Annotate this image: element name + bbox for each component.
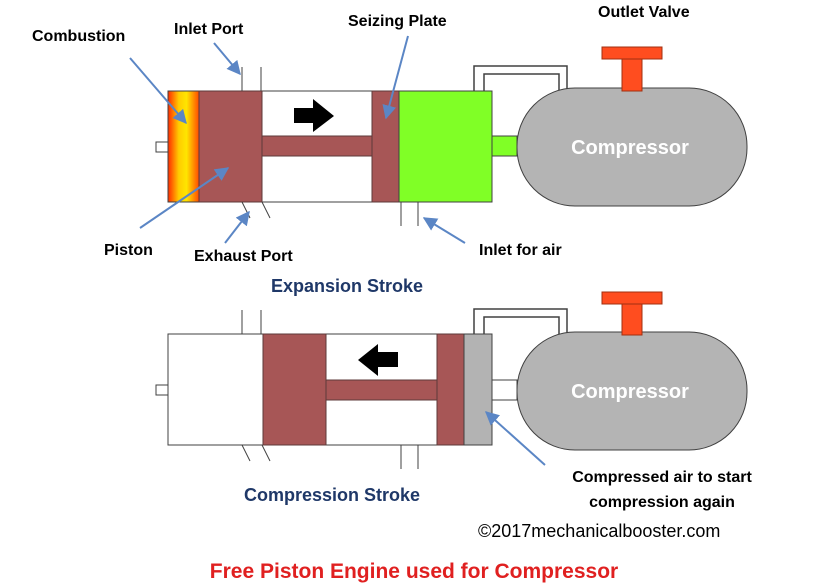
combustion-label: Combustion <box>32 28 125 45</box>
expansion-stroke-caption: Expansion Stroke <box>271 276 423 296</box>
expansion-stroke-diagram: Compressor Combustion Inlet Port Seizing… <box>32 4 748 296</box>
diagram-title: Free Piston Engine used for Compressor <box>210 560 618 583</box>
air-chamber <box>398 90 493 203</box>
seizing-plate <box>436 333 465 446</box>
bypass-pipe <box>473 308 568 339</box>
inlet-port <box>241 310 262 334</box>
piston-label: Piston <box>104 242 153 259</box>
chamber-connector <box>491 379 518 401</box>
inlet-port <box>241 67 262 91</box>
compression-stroke-diagram: Compressor Compressed air to start compr… <box>155 291 752 511</box>
connecting-rod <box>325 379 438 401</box>
seizing-plate-label: Seizing Plate <box>348 13 447 30</box>
exhaust-port-label: Exhaust Port <box>194 248 293 265</box>
compression-stroke-caption: Compression Stroke <box>244 485 420 505</box>
chamber-connector <box>491 135 518 157</box>
right-arrow-icon <box>294 99 334 132</box>
compressor-label: Compressor <box>571 381 689 403</box>
cylinder-stub <box>155 141 169 153</box>
inlet-for-air-label: Inlet for air <box>479 242 562 259</box>
air-inlet <box>400 445 419 469</box>
inlet-port-label: Inlet Port <box>174 21 244 38</box>
outlet-valve <box>601 291 663 336</box>
outlet-valve-label: Outlet Valve <box>598 4 690 21</box>
compressed-air-chamber <box>463 333 493 446</box>
compressor-label: Compressor <box>571 137 689 159</box>
callout-arrows <box>129 35 466 244</box>
bypass-pipe <box>473 65 568 96</box>
left-arrow-icon <box>358 344 398 376</box>
seizing-plate <box>371 90 400 203</box>
callout-arrows <box>484 411 546 466</box>
copyright-text: ©2017mechanicalbooster.com <box>478 521 720 541</box>
piston <box>198 90 263 203</box>
exhaust-port <box>241 444 271 462</box>
outlet-valve <box>601 46 663 92</box>
compressed-air-label-line1: Compressed air to start <box>572 469 752 486</box>
cylinder-stub <box>155 384 169 396</box>
connecting-rod <box>261 135 373 157</box>
piston <box>262 333 327 446</box>
compressed-air-label-line2: compression again <box>589 494 735 511</box>
air-inlet <box>400 202 419 226</box>
